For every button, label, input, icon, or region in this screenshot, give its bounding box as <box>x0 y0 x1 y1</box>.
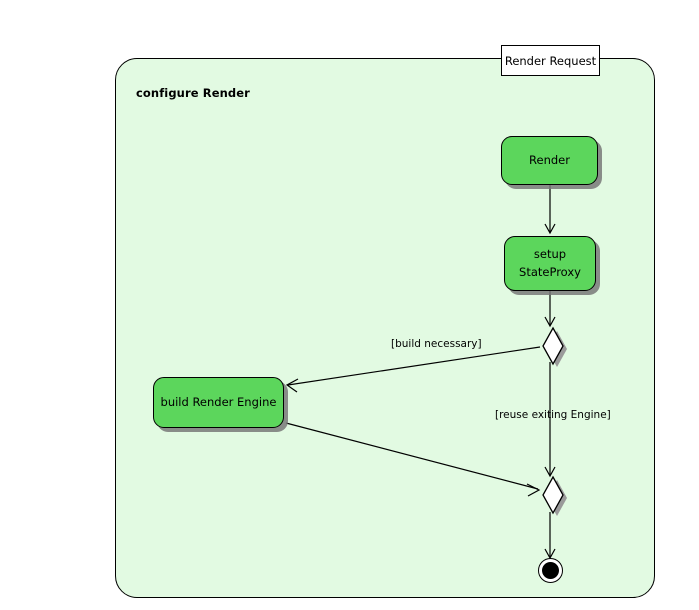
decision-node[interactable] <box>538 325 568 371</box>
action-setup-stateproxy-label-line2: StateProxy <box>519 264 581 279</box>
render-request-pin[interactable]: Render Request <box>501 45 600 76</box>
action-render[interactable]: Render <box>501 136 598 185</box>
action-build-render-engine[interactable]: build Render Engine <box>153 377 284 428</box>
guard-label-reuse-engine: [reuse exiting Engine] <box>495 409 611 421</box>
merge-node[interactable] <box>538 474 568 520</box>
action-render-label: Render <box>529 152 570 167</box>
render-request-pin-label: Render Request <box>504 53 597 68</box>
action-build-render-engine-label: build Render Engine <box>160 394 277 409</box>
action-setup-stateproxy-label-line1: setup <box>533 246 567 261</box>
action-setup-stateproxy[interactable]: setup StateProxy <box>504 236 596 291</box>
guard-label-build-necessary: [build necessary] <box>391 338 482 350</box>
frame-title: configure Render <box>136 86 250 100</box>
decision-node-shape <box>542 326 564 366</box>
activity-final-node[interactable] <box>538 558 563 583</box>
merge-node-shape <box>542 475 564 515</box>
